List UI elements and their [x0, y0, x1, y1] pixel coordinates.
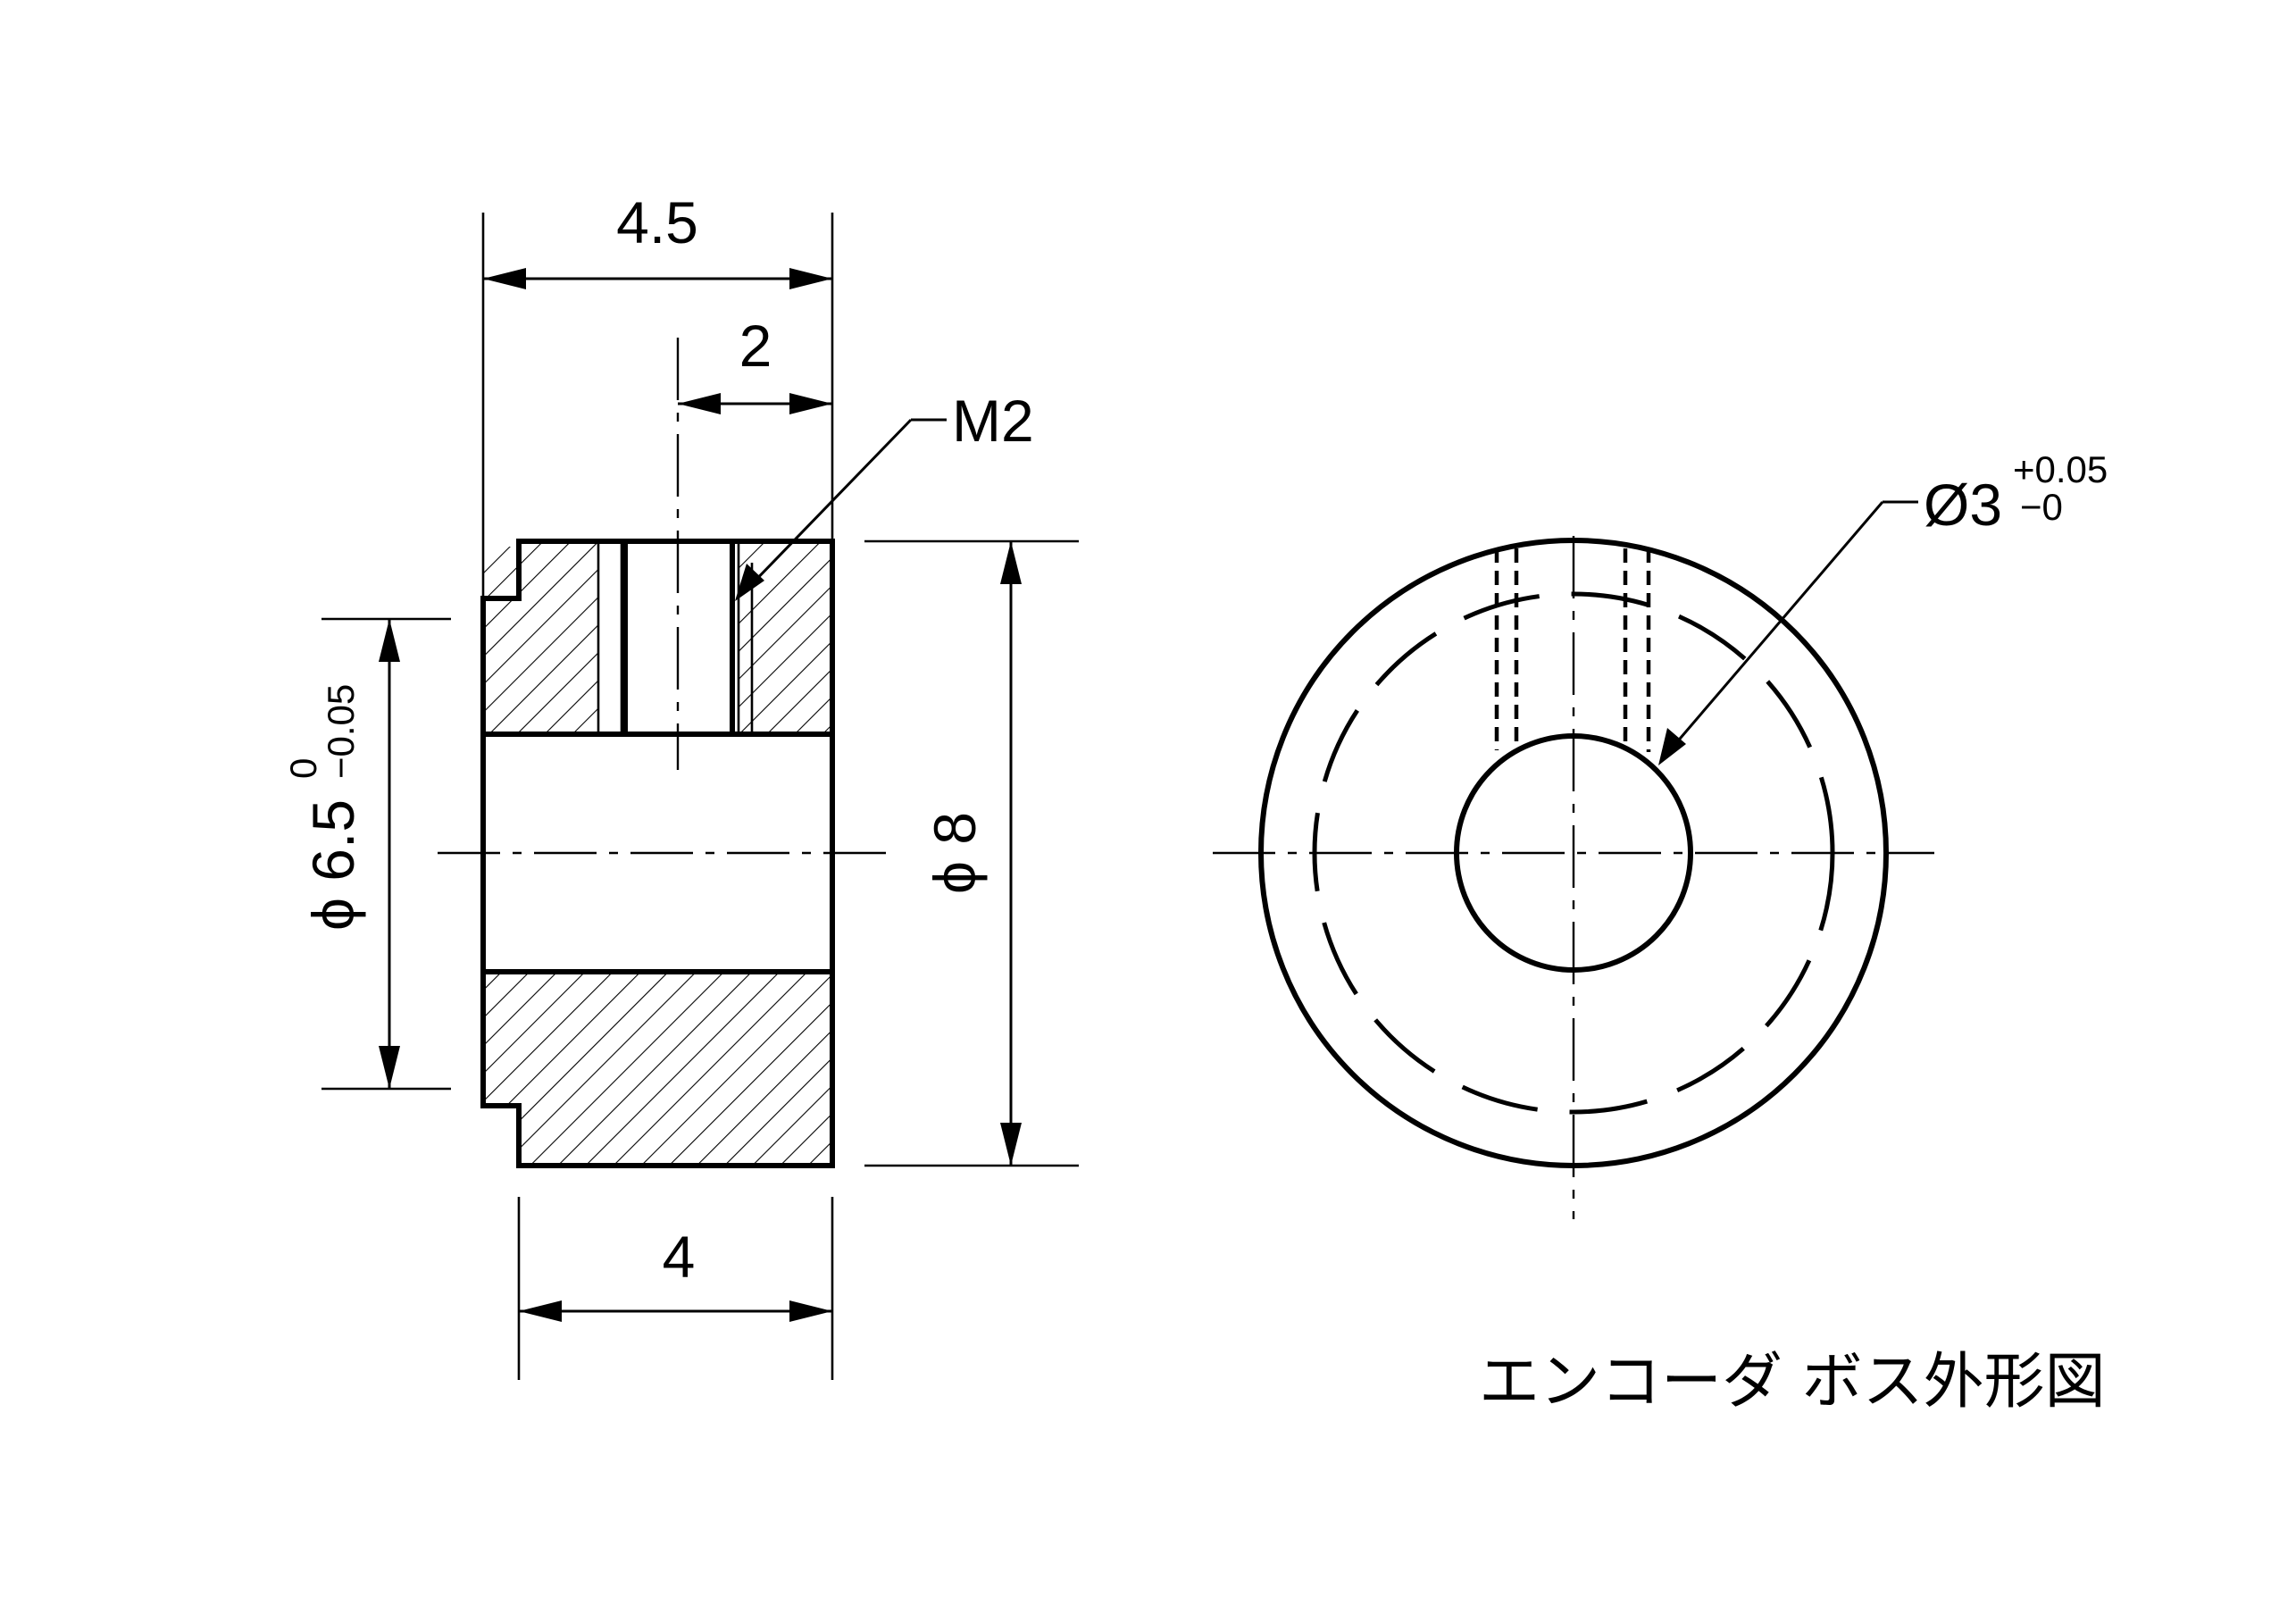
- tapped-hole-section: [597, 541, 754, 734]
- side-section-view: 4.5 2 M2 ϕ 8: [282, 189, 1079, 1380]
- bore-lower-tolerance: −0: [2020, 486, 2063, 528]
- dimension-outer-diameter: ϕ 8: [864, 539, 1079, 1167]
- dim-hub-length-label: 4: [663, 1224, 696, 1290]
- tapped-hole-hidden-lines: [1494, 548, 1651, 752]
- section-hatching: [483, 541, 832, 1166]
- dim-overall-length-label: 4.5: [616, 189, 698, 255]
- dim-outer-diameter-label: ϕ 8: [922, 812, 988, 894]
- bore-upper-tolerance: +0.05: [2013, 448, 2108, 490]
- drawing-title: エンコーダ ボス外形図: [1479, 1347, 2106, 1417]
- thread-callout-label: M2: [952, 388, 1034, 454]
- dim-inner-diameter-label: ϕ 6.5: [300, 799, 366, 931]
- dim-inner-upper-tolerance: 0: [282, 758, 324, 779]
- bore-diameter-label: Ø3: [1924, 472, 2002, 538]
- dimension-screw-offset: 2: [678, 313, 832, 414]
- bore-callout-leader: Ø3 +0.05 −0: [1658, 448, 2108, 765]
- dimension-overall-length: 4.5: [481, 189, 834, 598]
- dim-screw-offset-label: 2: [739, 313, 772, 379]
- dimension-hub-length: 4: [517, 1197, 834, 1380]
- dimension-inner-diameter: ϕ 6.5 0 −0.05: [282, 617, 451, 1091]
- dim-inner-lower-tolerance: −0.05: [320, 684, 362, 779]
- side-view-outline: [480, 539, 835, 1168]
- thread-callout-leader: M2: [735, 388, 1034, 601]
- front-view: Ø3 +0.05 −0: [1213, 448, 2108, 1219]
